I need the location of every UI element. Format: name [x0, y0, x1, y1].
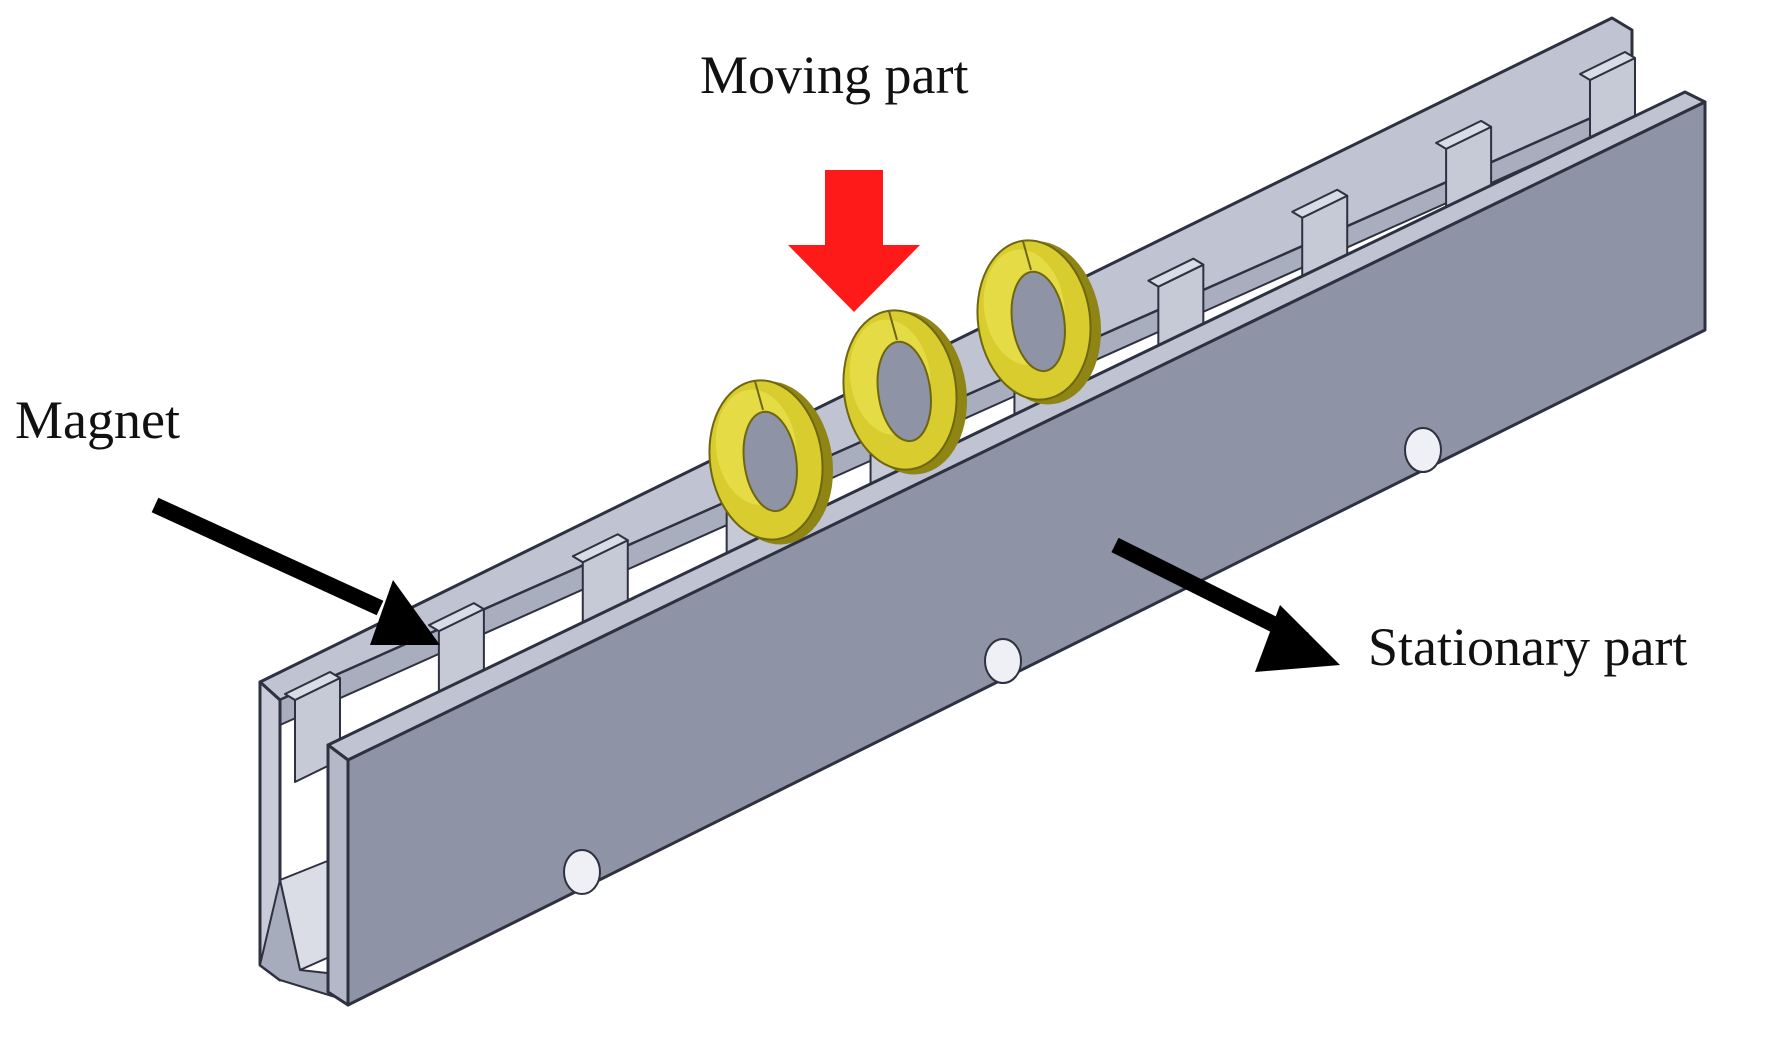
moving-part-arrow [788, 170, 920, 312]
coil-hole [1010, 270, 1066, 373]
magnet-top [1579, 51, 1636, 81]
stationary-part-label: Stationary part [1368, 617, 1688, 677]
mounting-hole [984, 638, 1022, 684]
magnet-top [571, 533, 629, 564]
magnet-top [1435, 119, 1493, 150]
coil-seam [1021, 240, 1032, 271]
magnet-top [1147, 257, 1205, 288]
annotation-arrows [151, 170, 1340, 672]
moving-part-label: Moving part [700, 45, 969, 105]
mounting-hole [1404, 427, 1442, 473]
coil [842, 309, 968, 475]
coil [708, 379, 834, 545]
coil-hole [742, 410, 798, 513]
magnet-top [284, 671, 341, 701]
magnet-label: Magnet [15, 390, 180, 450]
mounting-hole [563, 849, 601, 895]
magnet-top [1291, 188, 1349, 219]
magnet-top [427, 602, 485, 633]
front-plate-end [326, 743, 350, 1007]
stationary-arrow-head [1255, 605, 1340, 672]
coil-hole [876, 340, 932, 443]
magnet-arrow-head [370, 580, 440, 645]
magnet-arrow-shaft [151, 497, 384, 616]
stationary-front-plate [326, 90, 1707, 1007]
coil-seam [887, 310, 898, 341]
moving-coils [708, 239, 1102, 545]
coil-seam [753, 380, 764, 411]
coil [976, 239, 1102, 405]
